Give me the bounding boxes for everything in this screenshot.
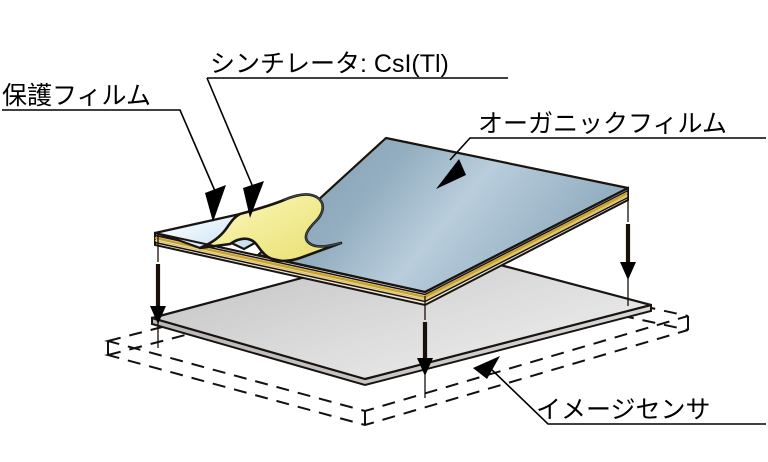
assembly-arrows [150, 192, 636, 398]
label-protective-film: 保護フィルム [2, 82, 151, 110]
label-organic-film: オーガニックフィルム [478, 110, 727, 138]
panel-top-front-lip [154, 187, 629, 294]
panel-edge-line-top [154, 189, 629, 296]
label-scintillator: シンチレータ: CsI(Tl) [210, 50, 449, 78]
leader-protective-film [2, 109, 226, 222]
leader-organic-film [436, 137, 766, 189]
scintillator-boundary-highlight [283, 193, 342, 248]
organic-film-arrowhead [436, 159, 466, 189]
sensor-footprint-side-ticks [107, 316, 689, 425]
assembly-arrow-left [150, 233, 166, 348]
leader-scintillator [206, 77, 508, 218]
scintillator-arrowhead [243, 181, 264, 218]
assembly-arrow-right [620, 192, 636, 306]
assembly-arrow-center [417, 296, 433, 398]
protective-film-arrowhead [205, 185, 226, 222]
leader-image-sensor [473, 356, 766, 425]
image-sensor-arrowhead [473, 356, 500, 379]
label-image-sensor: イメージセンサ [536, 396, 711, 424]
